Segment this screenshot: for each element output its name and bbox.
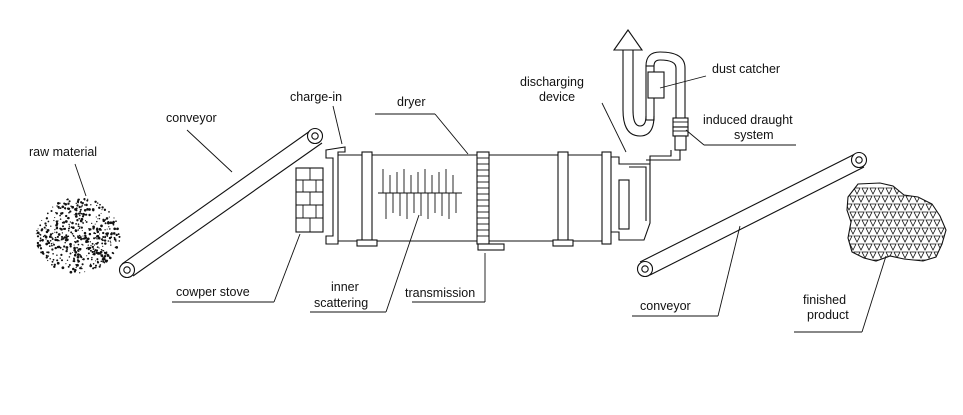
label-discharging-device-line1: discharging <box>520 75 584 89</box>
label-inner-scattering-line2: scattering <box>314 296 368 310</box>
label-discharging-device-line2: device <box>539 90 575 104</box>
label-induced-draught-line2: system <box>734 128 774 142</box>
leader-lines <box>74 75 887 333</box>
label-finished-product-line1: finished <box>803 293 846 307</box>
label-dust-catcher: dust catcher <box>712 62 780 76</box>
finished-product-pile <box>846 182 947 262</box>
label-inner-scattering-line1: inner <box>331 280 359 294</box>
left-conveyor <box>118 127 324 279</box>
label-conveyor-right: conveyor <box>640 299 691 313</box>
cowper-stove <box>295 167 324 233</box>
raw-material-pile <box>35 198 121 274</box>
label-charge-in: charge-in <box>290 90 342 104</box>
label-conveyor-left: conveyor <box>166 111 217 125</box>
label-induced-draught-line1: induced draught <box>703 113 793 127</box>
charge-in-hood <box>325 146 346 245</box>
discharging-device <box>601 150 681 245</box>
label-finished-product-line2: product <box>807 308 849 322</box>
label-cowper-stove: cowper stove <box>176 285 250 299</box>
right-conveyor <box>636 151 868 278</box>
label-raw-material: raw material <box>29 145 97 159</box>
labels: raw material conveyor charge-in dryer di… <box>29 62 849 322</box>
dust-catcher-duct <box>612 29 689 151</box>
label-dryer: dryer <box>397 95 425 109</box>
dryer-drum <box>338 151 604 251</box>
inner-scattering-lifters <box>378 169 462 219</box>
label-transmission: transmission <box>405 286 475 300</box>
